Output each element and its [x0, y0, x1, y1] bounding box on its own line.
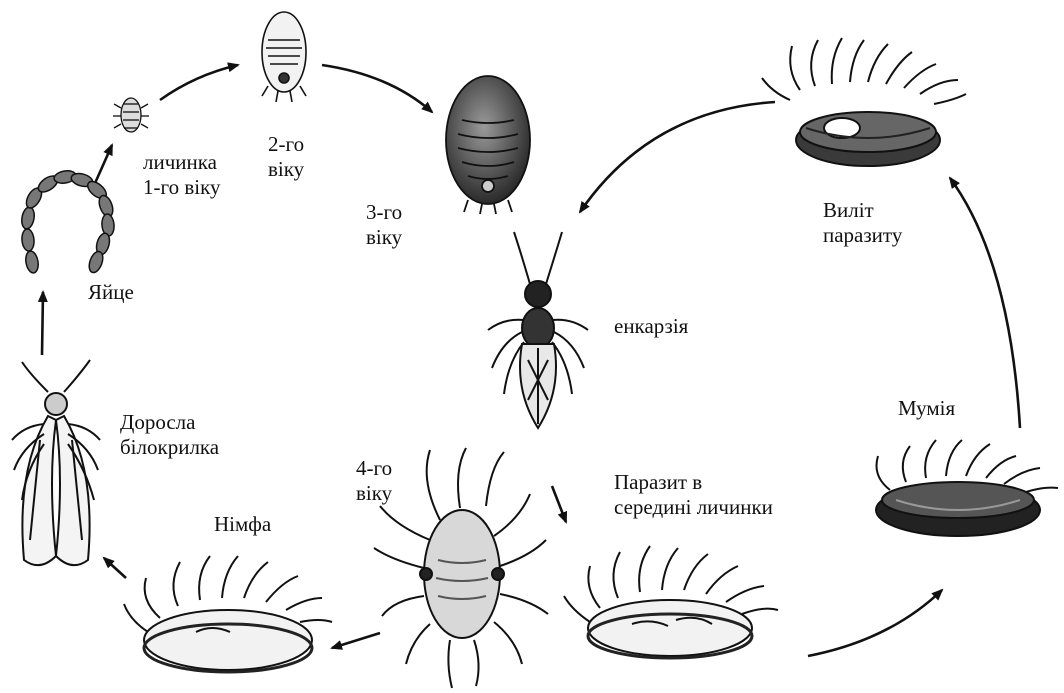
label-larva-1st-instar: личинка 1-го віку — [143, 150, 221, 200]
encarsia-wasp-illustration — [488, 232, 588, 428]
nymph-illustration — [124, 556, 332, 672]
label-encarsia: енкарзія — [614, 314, 688, 339]
arrow-larva4-to-nymph — [332, 633, 380, 648]
label-nymph: Німфа — [214, 512, 271, 537]
label-egg: Яйце — [88, 280, 134, 305]
parasite-emergence-case-illustration — [762, 38, 966, 166]
label-larva-2nd-instar: 2-го віку — [268, 132, 304, 182]
arrow-parasite-to-mummy — [808, 590, 942, 656]
larva-2nd-instar-illustration — [262, 12, 306, 102]
label-larva-3rd-instar: 3-го віку — [366, 200, 402, 250]
larva-4th-instar-illustration — [374, 448, 548, 688]
arrow-larva1-to-larva2 — [160, 65, 238, 100]
label-adult-whitefly: Доросла білокрилка — [120, 410, 219, 460]
egg-chain-illustration — [20, 169, 115, 274]
larva-3rd-instar-illustration — [446, 76, 530, 214]
arrow-adult-to-egg — [42, 292, 43, 355]
arrow-nymph-to-adult — [104, 558, 126, 578]
parasite-inside-larva-illustration — [564, 546, 778, 658]
label-larva-4th-instar: 4-го віку — [356, 456, 392, 506]
larva-1st-instar-illustration — [113, 98, 149, 132]
label-mummy: Мумія — [898, 396, 955, 421]
label-parasite-inside-larva: Паразит в середині личинки — [614, 470, 773, 520]
arrow-larva2-to-larva3 — [322, 65, 432, 112]
arrow-mummy-to-emergence — [950, 178, 1020, 428]
arrow-emergence-to-encarsia — [580, 102, 775, 212]
label-parasite-emergence: Виліт паразиту — [823, 198, 902, 248]
adult-whitefly-illustration — [12, 360, 100, 565]
arrow-encarsia-to-parasite — [552, 486, 566, 522]
mummy-illustration — [876, 440, 1058, 536]
